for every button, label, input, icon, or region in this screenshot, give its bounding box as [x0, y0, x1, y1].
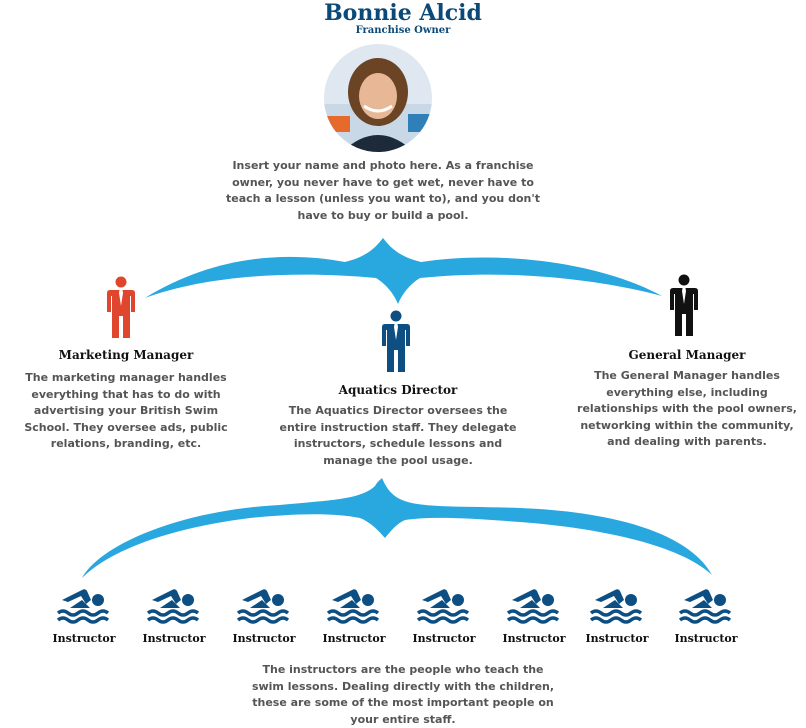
instructor-label: Instructor [232, 632, 296, 645]
general-manager-title: General Manager [628, 348, 746, 362]
instructor-label: Instructor [142, 632, 206, 645]
instructor-label: Instructor [585, 632, 649, 645]
swimmer-icon [678, 589, 732, 624]
person-icon [382, 310, 410, 372]
general-manager-description: The General Manager handles everything e… [577, 369, 797, 448]
owner-description: Insert your name and photo here. As a fr… [226, 159, 540, 222]
swimmer-icon [56, 589, 110, 624]
aquatics-director-title: Aquatics Director [338, 383, 458, 397]
swimmer-icon [589, 589, 643, 624]
swimmer-icon [236, 589, 290, 624]
instructor-label: Instructor [412, 632, 476, 645]
person-icon [670, 274, 698, 336]
instructor-label: Instructor [52, 632, 116, 645]
marketing-manager-title: Marketing Manager [58, 348, 194, 362]
swimmer-icon [506, 589, 560, 624]
instructor-label: Instructor [322, 632, 386, 645]
instructors-description: The instructors are the people who teach… [251, 663, 555, 726]
swimmer-icon [326, 589, 380, 624]
person-icon [107, 276, 135, 338]
instructor-label: Instructor [674, 632, 738, 645]
swimmer-icon [146, 589, 200, 624]
marketing-manager-description: The marketing manager handles everything… [24, 371, 228, 450]
owner-role: Franchise Owner [355, 25, 451, 36]
swimmer-icon [416, 589, 470, 624]
instructor-label: Instructor [502, 632, 566, 645]
aquatics-director-description: The Aquatics Director oversees the entir… [279, 404, 517, 467]
owner-name: Bonnie Alcid [324, 0, 482, 26]
